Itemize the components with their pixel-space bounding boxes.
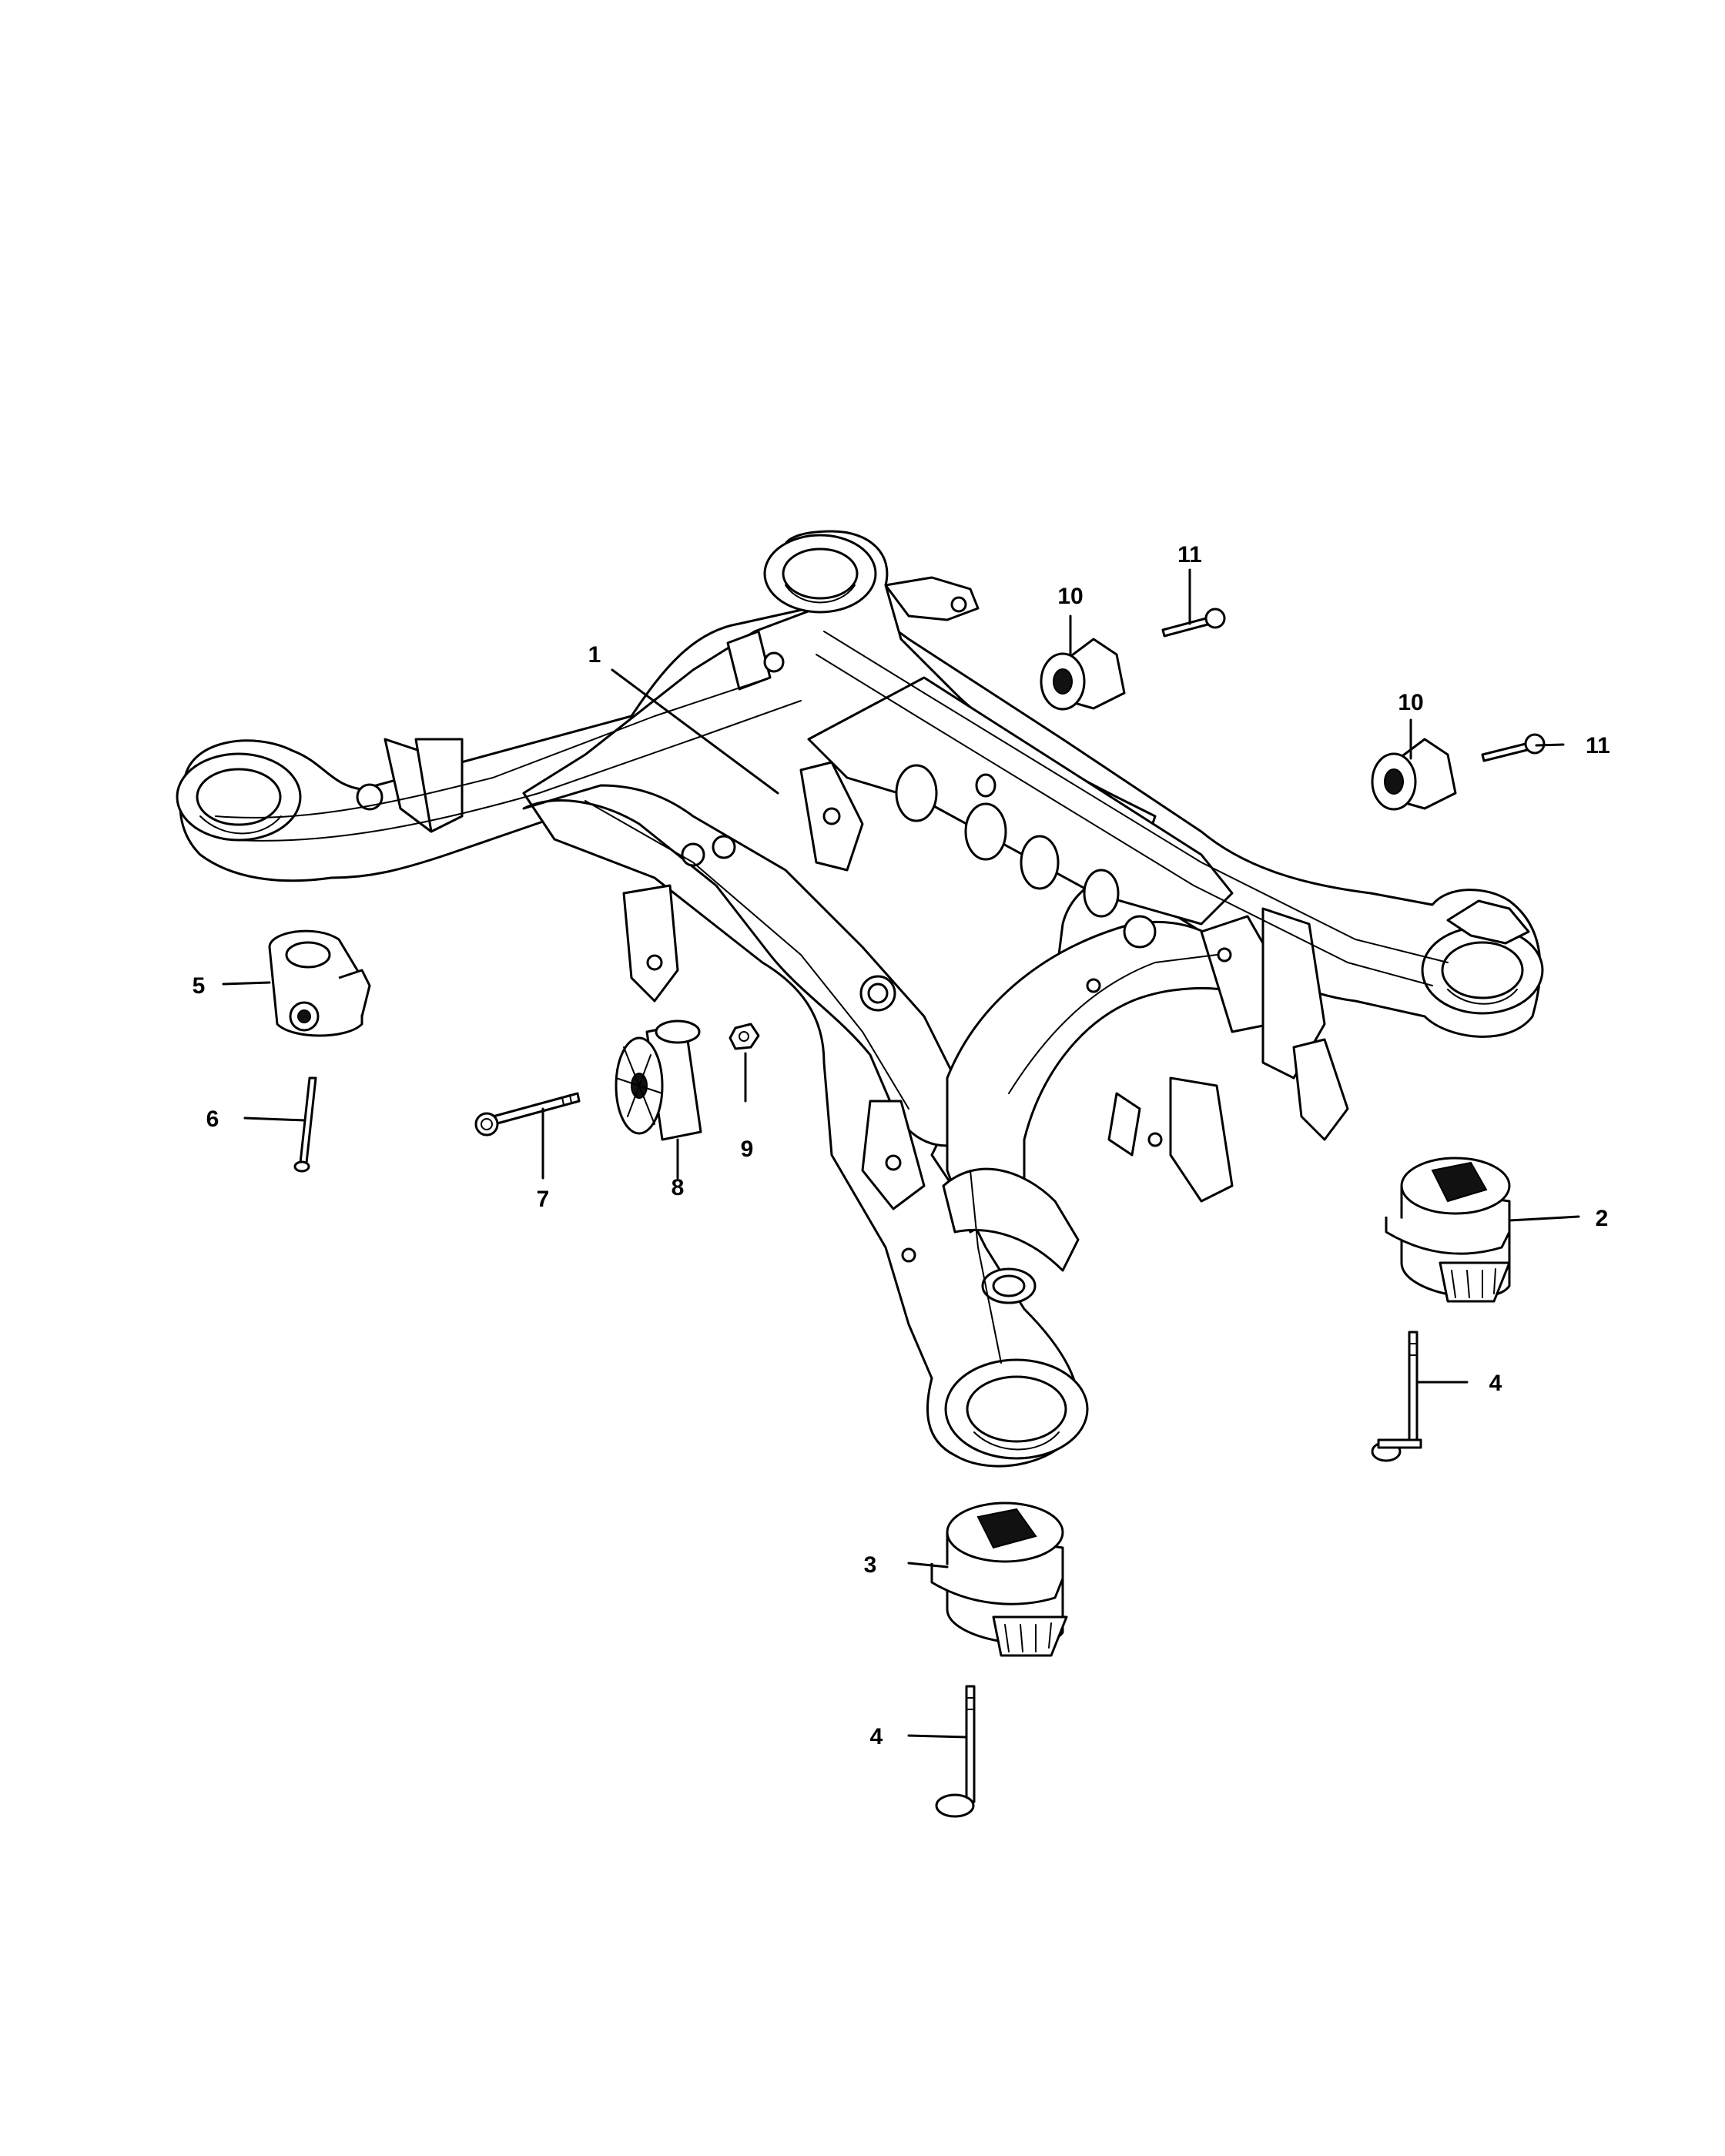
bolt-4-lower [935,1685,976,1818]
callout-7: 7 [537,1187,550,1212]
callout-3: 3 [864,1552,877,1578]
bushing-10-upper [1040,638,1126,711]
callout-10-lower: 10 [1398,690,1423,715]
callout-6: 6 [206,1106,219,1132]
callout-5: 5 [193,973,206,999]
callout-4-upper: 4 [1489,1371,1502,1396]
callout-8: 8 [672,1175,685,1200]
callout-2: 2 [1596,1206,1609,1231]
callout-11-upper: 11 [1177,542,1202,567]
bolt-11-lower [1481,733,1546,762]
callouts: 1 2 3 4 4 5 6 7 8 9 10 10 11 11 [193,542,1610,1749]
bushing-5 [268,929,371,1037]
bushing-2 [1385,1157,1511,1303]
bolt-7 [474,1092,581,1137]
leader-lines [222,568,1580,1739]
bolt-11-upper [1161,608,1226,638]
bushing-8 [615,1019,702,1141]
bushing-10-lower [1371,738,1457,811]
bushing-3 [930,1502,1068,1657]
callout-10-upper: 10 [1057,584,1083,609]
bolt-6 [293,1076,317,1173]
callout-1: 1 [588,642,601,668]
callout-11-lower: 11 [1586,733,1610,758]
crossmember-frame [176,530,1544,1468]
callout-4-lower: 4 [870,1724,883,1749]
bolt-4-upper [1371,1331,1422,1462]
callout-9: 9 [741,1137,754,1162]
nut-9 [729,1023,760,1050]
